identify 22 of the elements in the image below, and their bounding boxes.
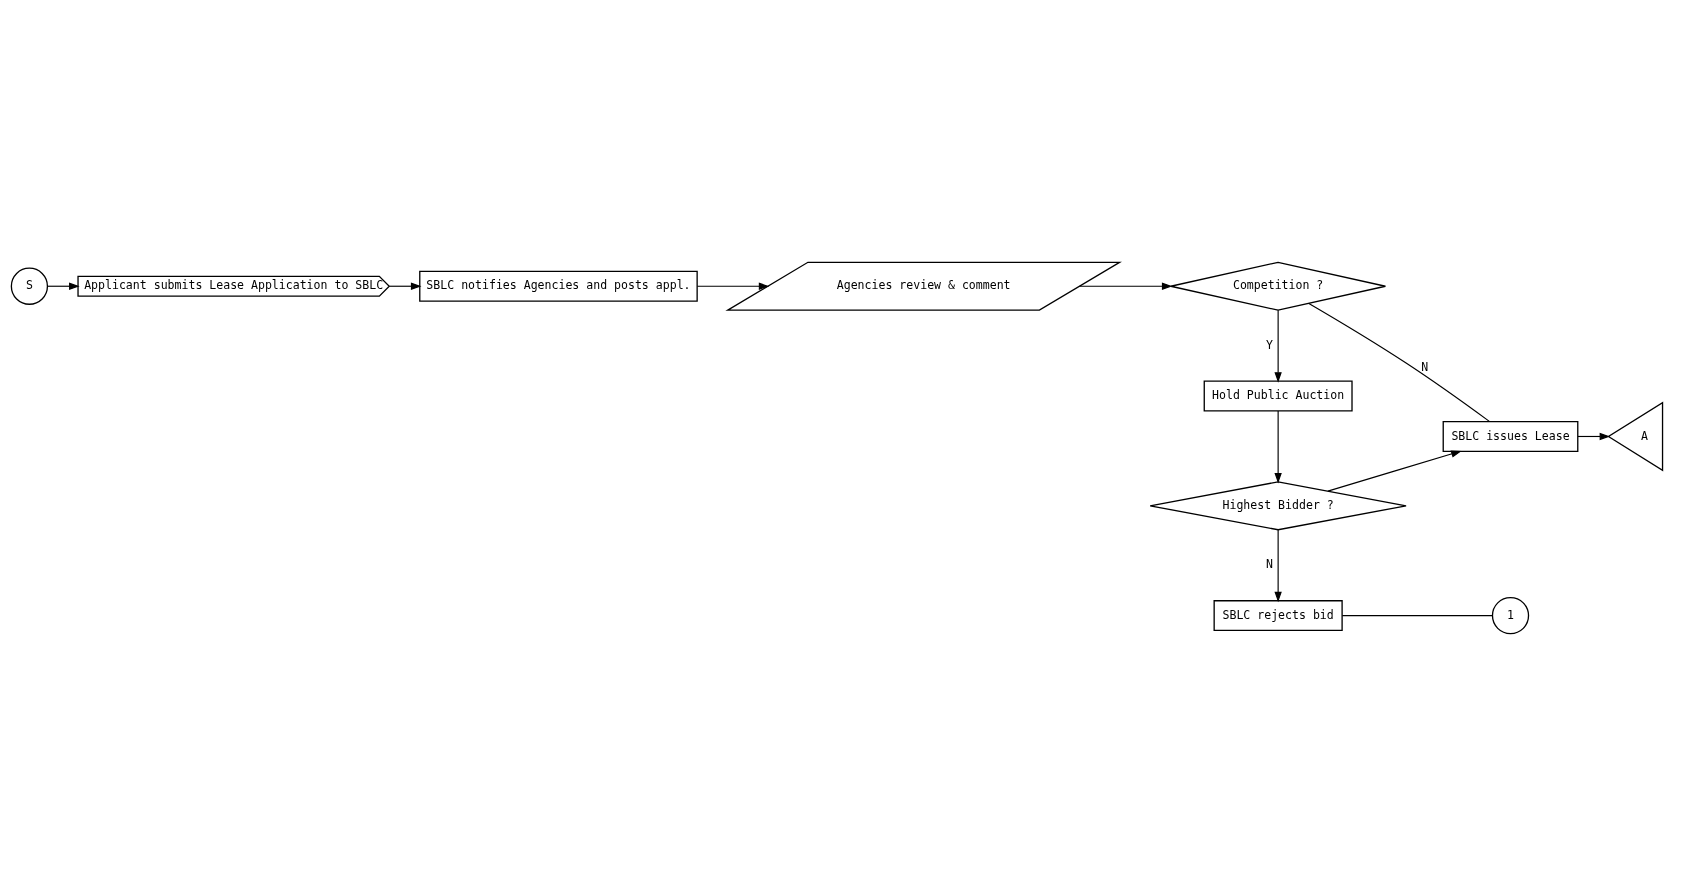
arrow xyxy=(1274,309,1282,383)
node-box: SBLC notifies Agencies and posts appl. xyxy=(419,270,698,302)
arrow xyxy=(1274,529,1282,603)
node-circle: S xyxy=(10,267,49,305)
arrow xyxy=(1274,410,1282,484)
node-diamond: Competition ? xyxy=(1170,261,1387,311)
connector xyxy=(1341,615,1493,617)
arrow xyxy=(696,282,770,290)
node-diamond: Highest Bidder ? xyxy=(1149,481,1407,531)
arrow xyxy=(1577,432,1611,441)
edge-label: N xyxy=(1265,557,1273,572)
node-box: SBLC rejects bid xyxy=(1213,600,1343,632)
edge-label: Y xyxy=(1265,337,1273,352)
arrow xyxy=(1078,282,1173,290)
connector xyxy=(1308,302,1490,422)
arrow xyxy=(388,282,422,290)
arrow xyxy=(1327,450,1462,492)
edge-label: N xyxy=(1421,360,1429,375)
node-box: SBLC issues Lease xyxy=(1442,420,1579,452)
node-box: Hold Public Auction xyxy=(1203,380,1353,412)
arrow xyxy=(46,282,80,290)
node-circle: 1 xyxy=(1491,596,1530,635)
